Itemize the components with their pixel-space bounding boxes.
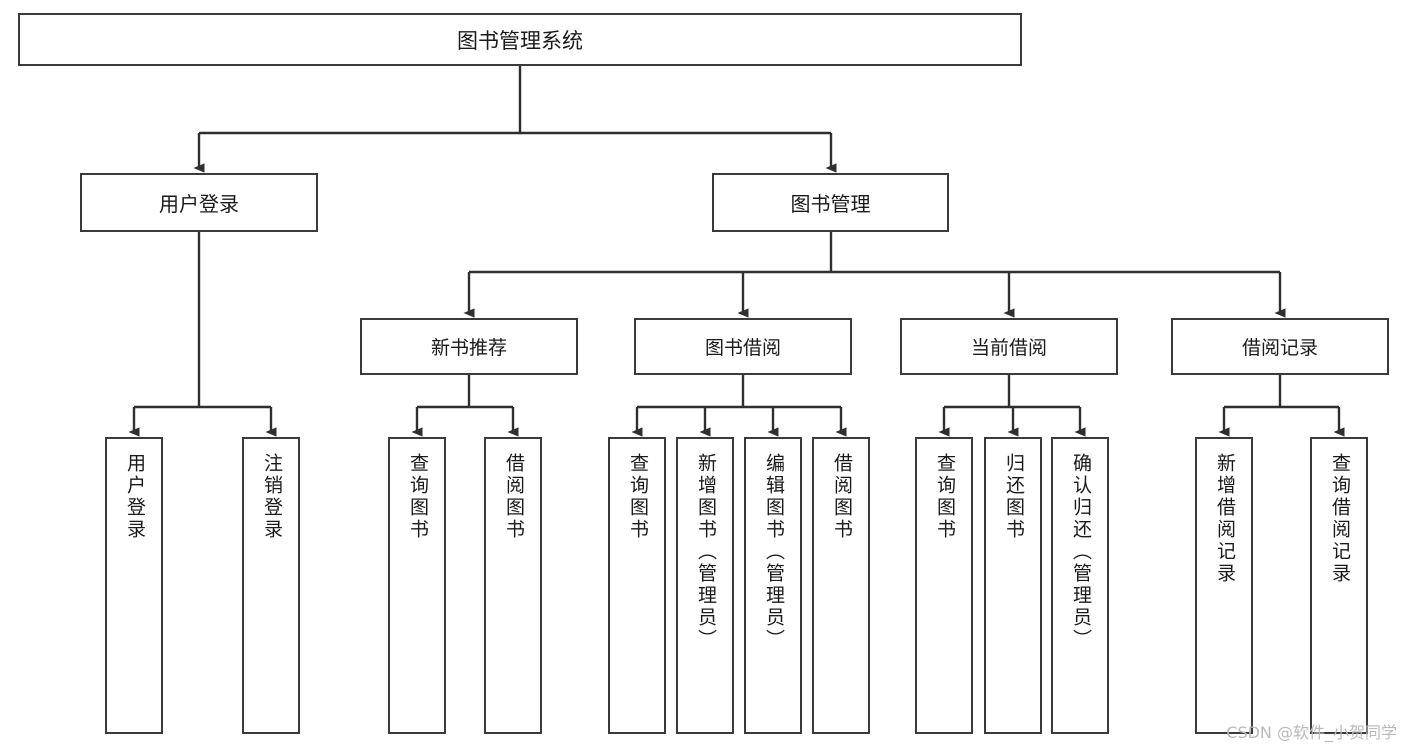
leaf-node-return-book[interactable]: 归还图书 bbox=[984, 437, 1042, 734]
leaf-node-query-book-current[interactable]: 查询图书 bbox=[915, 437, 973, 734]
leaf-node-confirm-return-admin[interactable]: 确认归还（管理员） bbox=[1051, 437, 1109, 734]
node-label: 借阅图书 bbox=[830, 453, 853, 541]
node-label: 借阅图书 bbox=[502, 453, 525, 541]
node-new-book-recommend[interactable]: 新书推荐 bbox=[360, 318, 578, 375]
node-label: 图书管理系统 bbox=[457, 28, 583, 53]
node-label: 用户登录 bbox=[123, 453, 146, 541]
leaf-node-add-book-admin[interactable]: 新增图书（管理员） bbox=[676, 437, 734, 734]
node-label: 当前借阅 bbox=[970, 337, 1047, 359]
node-label: 图书管理 bbox=[790, 192, 871, 216]
node-current-borrow[interactable]: 当前借阅 bbox=[900, 318, 1118, 375]
node-book-management[interactable]: 图书管理 bbox=[712, 173, 949, 232]
node-root-book-management-system[interactable]: 图书管理系统 bbox=[18, 13, 1022, 66]
node-label: 查询借阅记录 bbox=[1328, 453, 1351, 585]
leaf-node-query-book-recommend[interactable]: 查询图书 bbox=[388, 437, 446, 734]
node-label: 编辑图书（管理员） bbox=[762, 453, 785, 651]
node-label: 新增图书（管理员） bbox=[694, 453, 717, 651]
leaf-node-logout-login[interactable]: 注销登录 bbox=[242, 437, 300, 734]
node-book-borrow[interactable]: 图书借阅 bbox=[634, 318, 852, 375]
leaf-node-add-borrow-record[interactable]: 新增借阅记录 bbox=[1195, 437, 1253, 734]
node-label: 归还图书 bbox=[1002, 453, 1025, 541]
node-label: 借阅记录 bbox=[1241, 337, 1318, 359]
node-label: 图书借阅 bbox=[704, 337, 781, 359]
node-label: 确认归还（管理员） bbox=[1069, 453, 1092, 651]
leaf-node-edit-book-admin[interactable]: 编辑图书（管理员） bbox=[744, 437, 802, 734]
node-borrow-record[interactable]: 借阅记录 bbox=[1171, 318, 1389, 375]
leaf-node-query-book-borrow[interactable]: 查询图书 bbox=[608, 437, 666, 734]
node-label: 新书推荐 bbox=[430, 337, 507, 359]
node-label: 查询图书 bbox=[406, 453, 429, 541]
node-label: 注销登录 bbox=[260, 453, 283, 541]
csdn-watermark: CSDN @软件_小贺同学 bbox=[1226, 723, 1397, 742]
node-label: 查询图书 bbox=[933, 453, 956, 541]
node-label: 查询图书 bbox=[626, 453, 649, 541]
leaf-node-query-borrow-record[interactable]: 查询借阅记录 bbox=[1310, 437, 1368, 734]
leaf-node-user-login[interactable]: 用户登录 bbox=[105, 437, 163, 734]
node-label: 新增借阅记录 bbox=[1213, 453, 1236, 585]
node-label: 用户登录 bbox=[159, 192, 239, 216]
node-user-login[interactable]: 用户登录 bbox=[80, 173, 318, 232]
leaf-node-borrow-book[interactable]: 借阅图书 bbox=[812, 437, 870, 734]
leaf-node-borrow-book-recommend[interactable]: 借阅图书 bbox=[484, 437, 542, 734]
